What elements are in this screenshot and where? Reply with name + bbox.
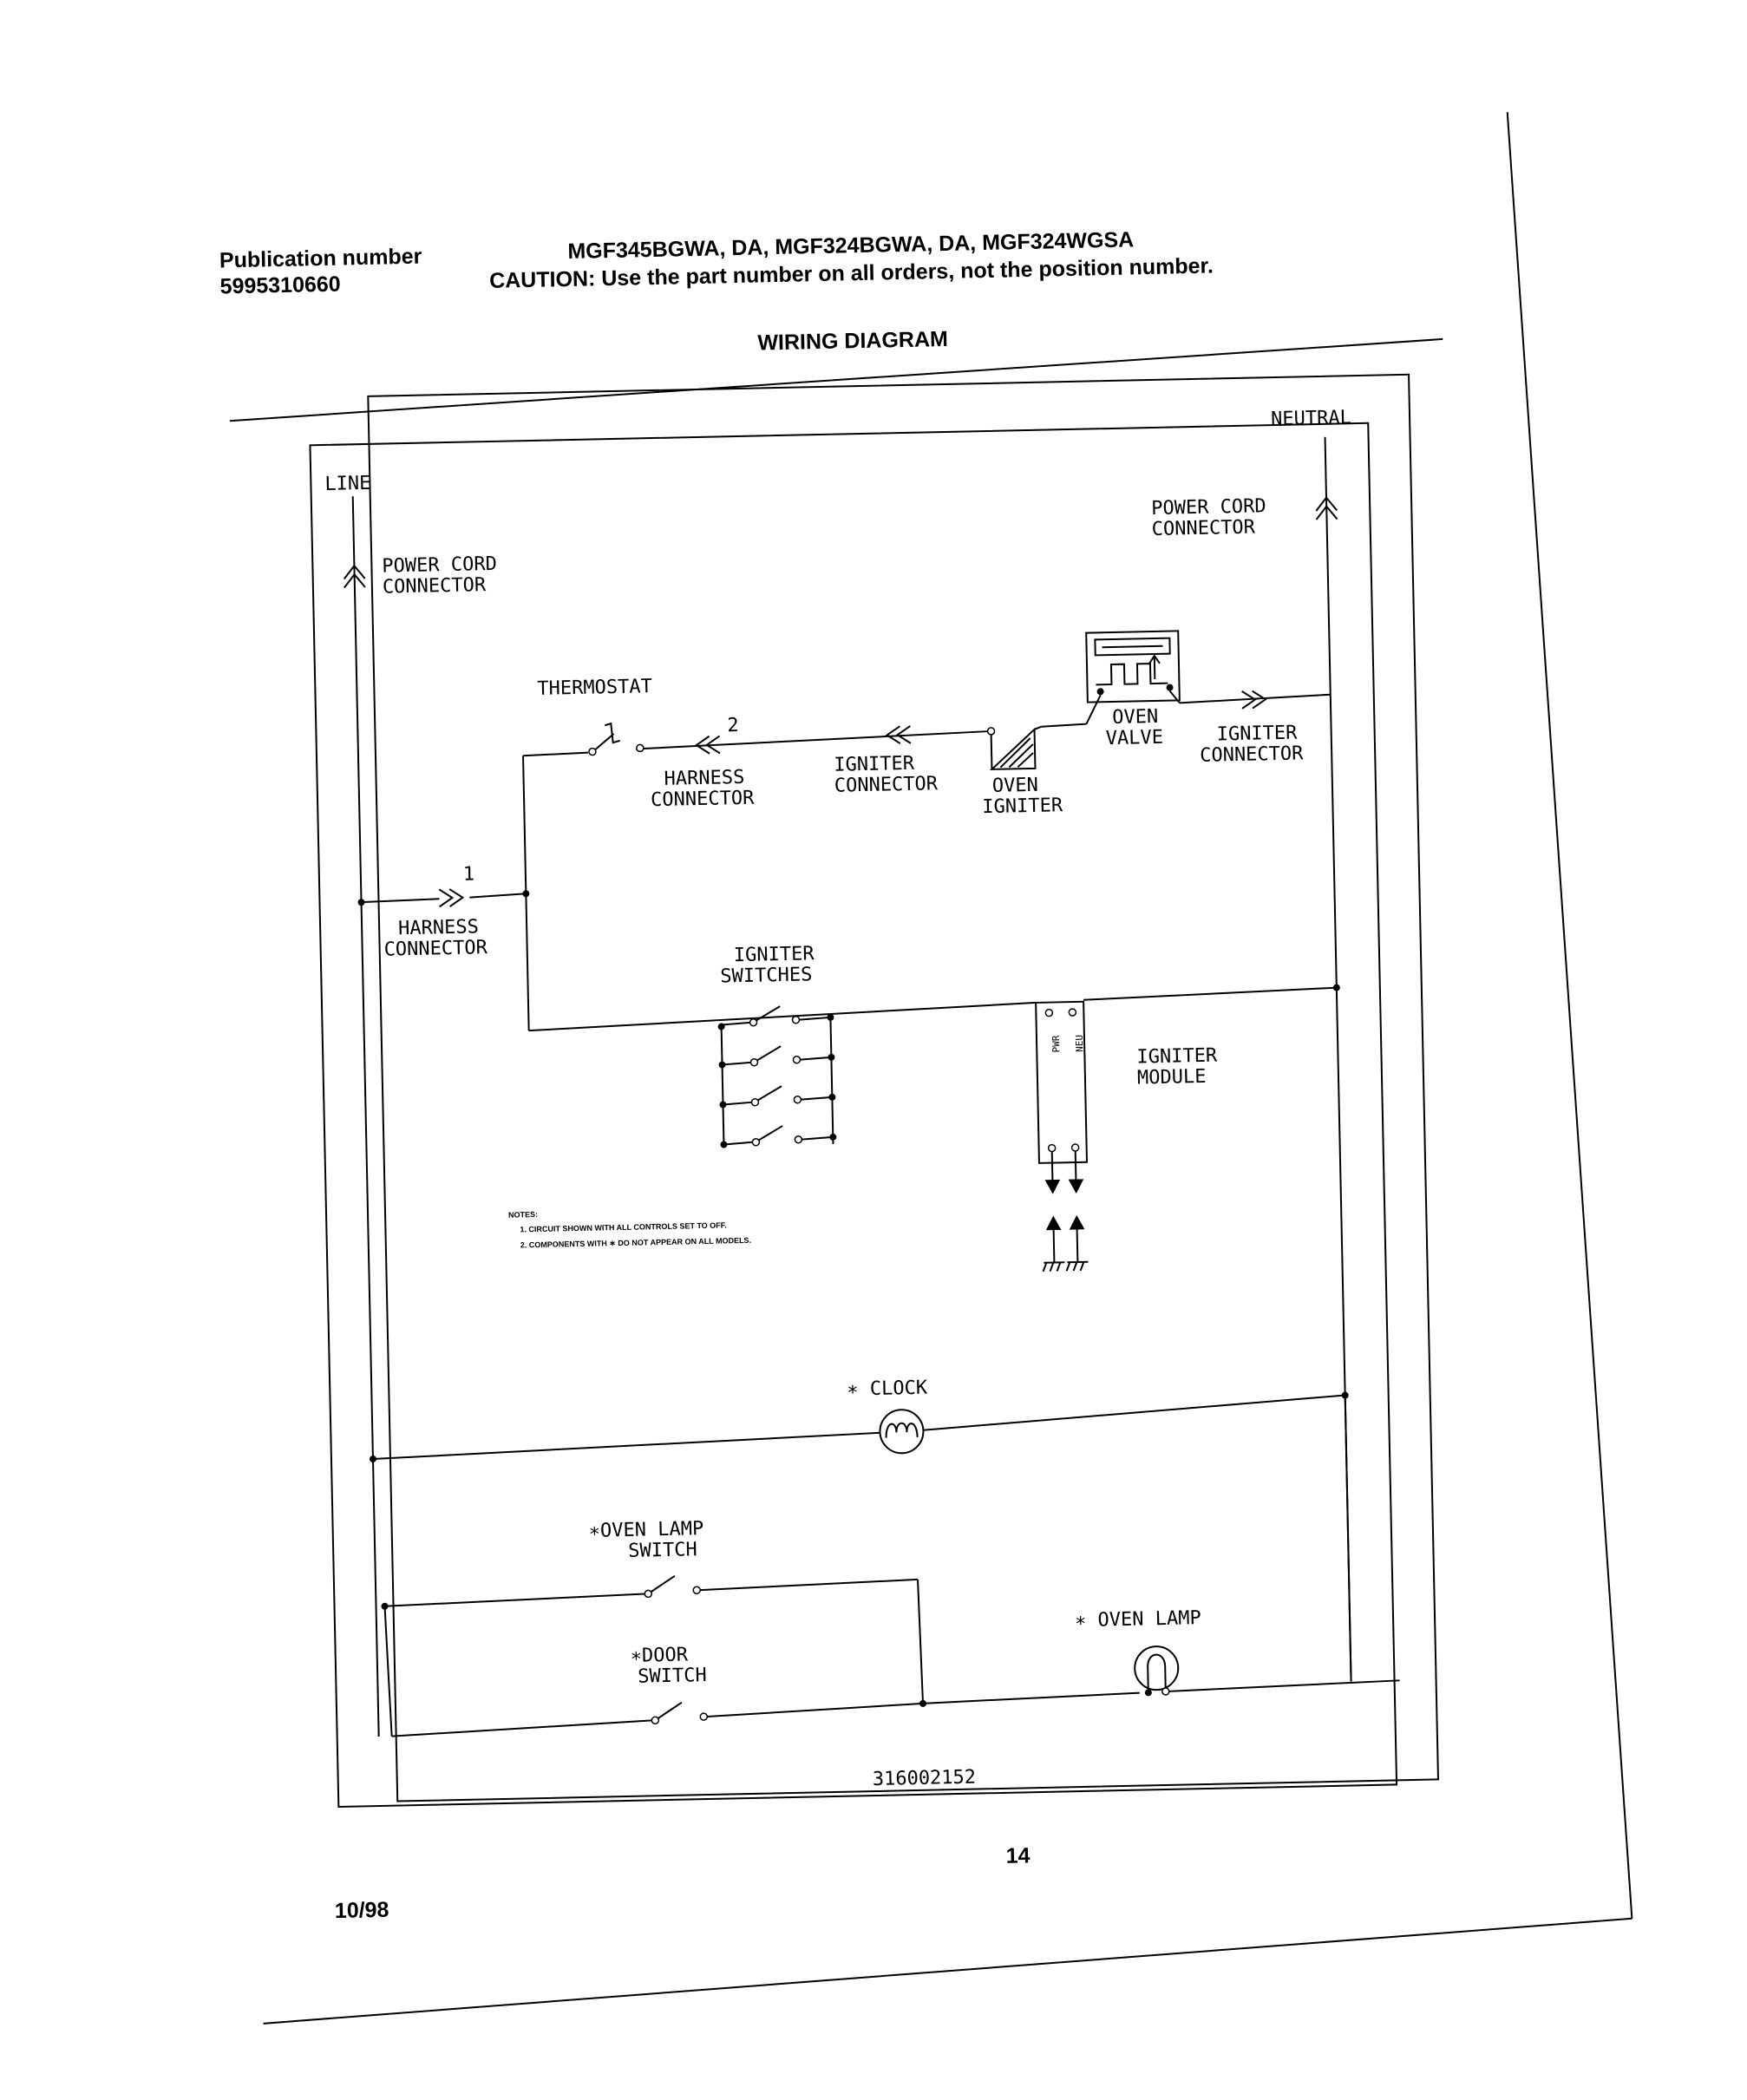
notes-heading: NOTES: — [508, 1210, 538, 1220]
publication-date: 10/98 — [334, 1897, 389, 1924]
igniter-connector-left-icon — [885, 725, 912, 744]
page-edge-bottom — [263, 1917, 1632, 2025]
diagram-frame — [367, 373, 1439, 1802]
igniter-connector-left-label-2: CONNECTOR — [834, 773, 939, 797]
note-1: 1. CIRCUIT SHOWN WITH ALL CONTROLS SET T… — [520, 1220, 727, 1233]
igniter-switches-label-2: SWITCHES — [720, 964, 812, 987]
igniter-switch-bus — [528, 1001, 1037, 1032]
oven-valve-label-2: VALVE — [1106, 727, 1164, 749]
clock-wire-left — [372, 1431, 880, 1461]
power-cord-connector-neutral-icon — [1315, 496, 1338, 512]
oven-lamp-icon — [1134, 1645, 1180, 1697]
page-edge-right — [1506, 112, 1633, 1919]
door-switch-label-2: SWITCH — [638, 1665, 707, 1688]
module-neu-label: NEU — [1074, 1035, 1085, 1052]
oven-valve-label-1: OVEN — [1112, 706, 1158, 729]
power-cord-neutral-label-1: POWER CORD — [1151, 495, 1266, 520]
thermostat-label: THERMOSTAT — [537, 676, 652, 700]
neutral-label: NEUTRAL — [1271, 407, 1351, 430]
thermostat-icon — [588, 722, 644, 756]
igniter-switches-icon — [717, 1005, 837, 1148]
clock-wire-right — [923, 1394, 1345, 1431]
harness-connector-1-number: 1 — [463, 863, 475, 885]
igniter-switches-label-1: IGNITER — [734, 943, 815, 966]
harness-connector-1-icon — [438, 888, 465, 908]
igniter-connector-right-icon — [1241, 690, 1267, 710]
igniter-connector-left-label-1: IGNITER — [834, 753, 915, 776]
oven-valve-icon — [1085, 630, 1181, 725]
drawing-number: 316002152 — [873, 1767, 977, 1790]
igniter-module-icon — [1035, 1000, 1089, 1272]
igniter-module-label-2: MODULE — [1137, 1066, 1207, 1089]
clock-label: ∗ CLOCK — [847, 1377, 928, 1401]
oven-lamp-label: ∗ OVEN LAMP — [1075, 1607, 1201, 1632]
power-cord-line-label-2: CONNECTOR — [383, 574, 487, 599]
harness-connector-2-label-2: CONNECTOR — [651, 788, 755, 812]
door-switch-label-1: ∗DOOR — [631, 1644, 689, 1666]
oven-lamp-switch-icon — [644, 1574, 701, 1599]
page-number: 14 — [1005, 1843, 1031, 1868]
oven-lamp-switch-label-2: SWITCH — [628, 1539, 697, 1562]
oven-igniter-label-1: OVEN — [992, 775, 1038, 797]
line-label: LINE — [324, 473, 370, 495]
clock-motor-icon — [879, 1409, 925, 1455]
harness-connector-2-number: 2 — [727, 715, 739, 736]
line-rail — [351, 496, 380, 1737]
title-rule — [229, 337, 1443, 422]
harness-connector-1-label-2: CONNECTOR — [383, 937, 487, 961]
power-cord-neutral-label-2: CONNECTOR — [1151, 516, 1255, 540]
harness-connector-1-label-1: HARNESS — [398, 916, 479, 939]
harness-connector-2-icon — [695, 735, 721, 755]
igniter-connector-right-label-2: CONNECTOR — [1200, 743, 1304, 767]
harness-connector-2-label-1: HARNESS — [664, 767, 744, 790]
oven-igniter-icon — [986, 725, 1042, 770]
note-2: 2. COMPONENTS WITH ∗ DO NOT APPEAR ON AL… — [520, 1236, 751, 1250]
power-cord-connector-line-icon — [343, 564, 366, 580]
power-cord-line-label-1: POWER CORD — [382, 553, 497, 578]
oven-igniter-label-2: IGNITER — [982, 795, 1063, 818]
oven-lamp-switch-label-1: ∗OVEN LAMP — [589, 1518, 704, 1542]
igniter-branch-wire — [635, 729, 991, 750]
igniter-module-label-1: IGNITER — [1136, 1045, 1218, 1069]
igniter-connector-right-label-1: IGNITER — [1216, 723, 1298, 746]
door-switch-icon — [651, 1701, 709, 1725]
diagram-inner-frame — [309, 422, 1398, 1808]
module-pwr-label: PWR — [1050, 1035, 1062, 1053]
